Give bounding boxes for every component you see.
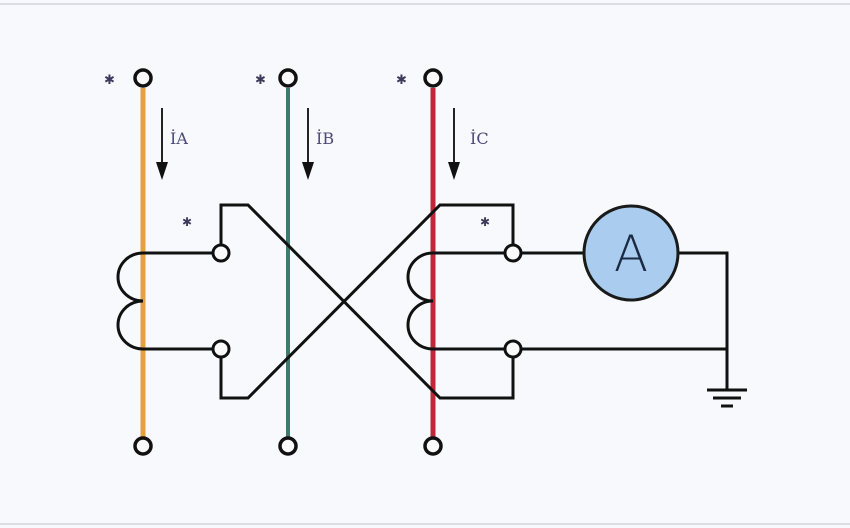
phase-c-polarity-mark: ✱ bbox=[396, 73, 407, 88]
ct-c-terminal-bottom bbox=[503, 339, 523, 359]
phase-c-current-arrow bbox=[448, 108, 460, 180]
ct-a-secondary-winding bbox=[116, 251, 217, 351]
phase-c-current-label: İC bbox=[470, 128, 489, 148]
bottom-border bbox=[0, 523, 850, 525]
ground-icon bbox=[707, 388, 747, 408]
ct-c-terminal-top bbox=[503, 243, 523, 263]
ct-a-polarity-mark: ✱ bbox=[182, 215, 192, 229]
phase-c-bottom-terminal bbox=[423, 436, 443, 456]
ammeter: A bbox=[582, 204, 680, 302]
ct-c-polarity-mark: ✱ bbox=[480, 215, 490, 229]
ct-a-terminal-bottom bbox=[211, 339, 231, 359]
phase-b-top-terminal bbox=[278, 68, 298, 88]
ct-a-terminal-top bbox=[211, 243, 231, 263]
cross-connection-wires bbox=[219, 203, 515, 400]
phase-c-top-terminal bbox=[423, 68, 443, 88]
top-border bbox=[0, 3, 850, 5]
phase-a-current-label: İA bbox=[170, 128, 188, 148]
phase-b-bottom-terminal bbox=[278, 436, 298, 456]
phase-b-current-label: İB bbox=[316, 128, 334, 148]
ct-c-secondary-winding bbox=[406, 251, 507, 351]
phase-a-current-arrow bbox=[156, 108, 168, 180]
phase-b-current-arrow bbox=[302, 108, 314, 180]
ammeter-symbol: A bbox=[614, 225, 648, 283]
phase-a-bottom-terminal bbox=[133, 436, 153, 456]
ammeter-circuit-wires bbox=[521, 251, 729, 390]
phase-a-polarity-mark: ✱ bbox=[104, 73, 115, 88]
phase-b-polarity-mark: ✱ bbox=[255, 73, 266, 88]
phase-a-top-terminal bbox=[133, 68, 153, 88]
